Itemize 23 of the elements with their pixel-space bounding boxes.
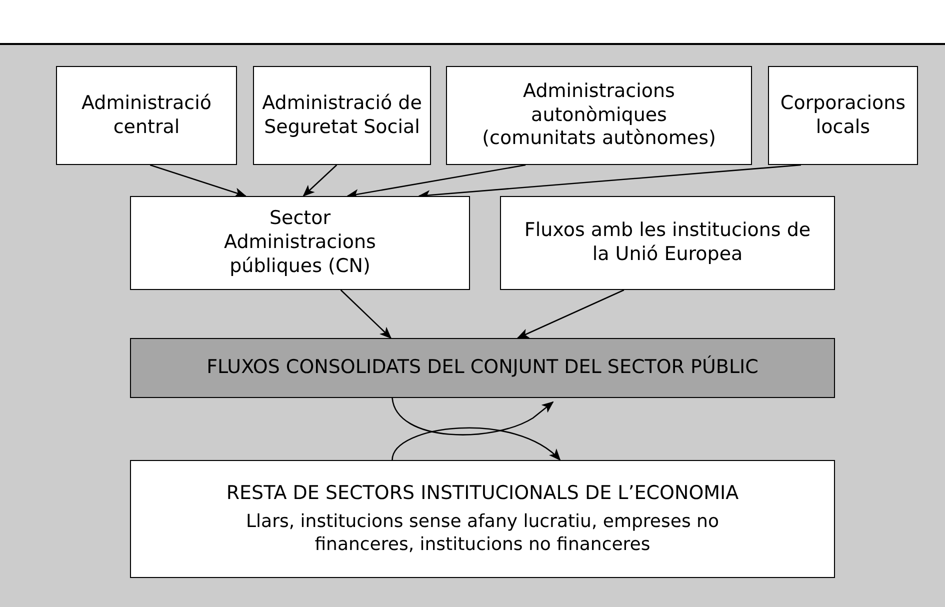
text-box: [500, 196, 835, 290]
text-box: [768, 66, 918, 165]
text-box: [56, 66, 237, 165]
box-label: Corporacions locals: [779, 92, 907, 140]
box-label: Administració de Seguretat Social: [261, 92, 423, 140]
box-label: RESTA DE SECTORS INSTITUCIONALS DE L’ECONOMIA: [226, 482, 739, 506]
box-label: FLUXOS CONSOLIDATS DEL CONJUNT DEL SECTOR PÚBLIC: [206, 356, 758, 380]
box-label: Administració central: [80, 92, 212, 140]
text-box: [130, 196, 470, 290]
curved-arrow: [392, 398, 554, 436]
arrow: [340, 290, 392, 339]
text-box: [253, 66, 431, 165]
box-label: Fluxos amb les institucions de la Unió Europea: [523, 219, 812, 267]
arrow: [150, 164, 247, 198]
box-description: Llars, institucions sense afany lucratiu, empreses no financeres, institucions no financeres: [245, 511, 720, 556]
text-box: [130, 460, 835, 578]
curved-arrow: [392, 427, 561, 461]
text-box: [446, 66, 752, 165]
text-box: [130, 338, 835, 398]
arrow: [302, 164, 338, 197]
box-label: Sector Administracions públiques (CN): [223, 207, 377, 279]
box-label: Administracions autonòmiques (comunitats autònomes): [481, 80, 717, 152]
arrow: [516, 289, 624, 339]
